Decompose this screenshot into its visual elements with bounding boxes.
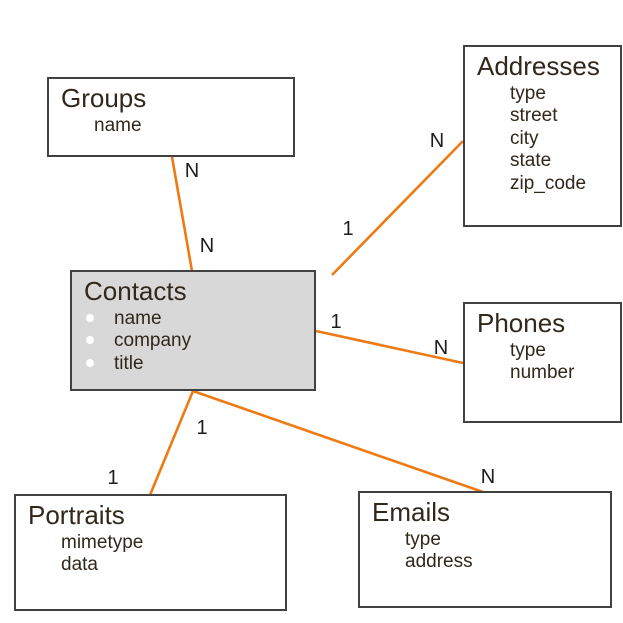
entity-portraits-attributes: mimetype data (16, 531, 285, 577)
entity-groups-title: Groups (61, 83, 147, 113)
entity-portraits: Portraits mimetype data (14, 494, 287, 611)
cardinality-emails-end: N (480, 466, 496, 488)
attribute-address: address (405, 551, 473, 573)
line-contacts-groups (170, 156, 194, 272)
entity-groups: Groups name (47, 77, 295, 157)
cardinality-contacts-phones-end: 1 (330, 311, 342, 333)
attribute-state: state (510, 150, 552, 172)
entity-emails: Emails type address (358, 491, 612, 608)
attribute-title: title (114, 352, 144, 374)
attribute-row: title (86, 352, 314, 376)
attribute-bullet-icon (86, 358, 94, 367)
attribute-bullet-icon (86, 336, 94, 345)
cardinality-contacts-addresses-end: 1 (342, 218, 354, 240)
attribute-street: street (510, 105, 558, 127)
cardinality-contacts-portraits-end: 1 (196, 417, 208, 439)
attribute-city: city (510, 127, 539, 149)
cardinality-phones-end: N (433, 337, 449, 359)
attribute-type: type (405, 528, 441, 550)
attribute-mimetype: mimetype (61, 531, 144, 553)
entity-addresses: Addresses type street city state zip_cod… (463, 45, 622, 227)
line-contacts-portraits (148, 390, 195, 496)
entity-addresses-attributes: type street city state zip_code (465, 82, 620, 196)
attribute-bullet-icon (86, 313, 94, 322)
cardinality-portraits-end: 1 (107, 467, 119, 489)
entity-phones-attributes: type number (465, 339, 620, 385)
entity-phones: Phones type number (463, 302, 622, 423)
attribute-name: name (94, 114, 142, 136)
line-contacts-phones (315, 329, 464, 365)
entity-portraits-title: Portraits (28, 500, 125, 530)
attribute-company: company (114, 330, 192, 352)
line-contacts-addresses (331, 140, 464, 276)
attribute-type: type (510, 339, 546, 361)
cardinality-groups-end: N (184, 160, 200, 182)
line-contacts-emails (192, 389, 484, 494)
entity-contacts: Contacts name company title (70, 270, 316, 391)
entity-emails-attributes: type address (360, 528, 610, 574)
attribute-name: name (114, 307, 162, 329)
entity-phones-title: Phones (477, 308, 566, 338)
attribute-zip-code: zip_code (510, 172, 587, 194)
entity-contacts-attributes: name company title (72, 307, 314, 376)
entity-emails-title: Emails (372, 497, 451, 527)
attribute-row: company (86, 330, 314, 353)
attribute-type: type (510, 82, 546, 104)
cardinality-contacts-groups-end: N (199, 235, 215, 257)
entity-contacts-title: Contacts (84, 276, 187, 306)
attribute-data: data (61, 554, 98, 576)
entity-groups-attributes: name (49, 114, 293, 138)
attribute-row: name (86, 307, 314, 331)
attribute-number: number (510, 362, 575, 384)
cardinality-addresses-end: N (429, 130, 445, 152)
entity-addresses-title: Addresses (477, 51, 600, 81)
